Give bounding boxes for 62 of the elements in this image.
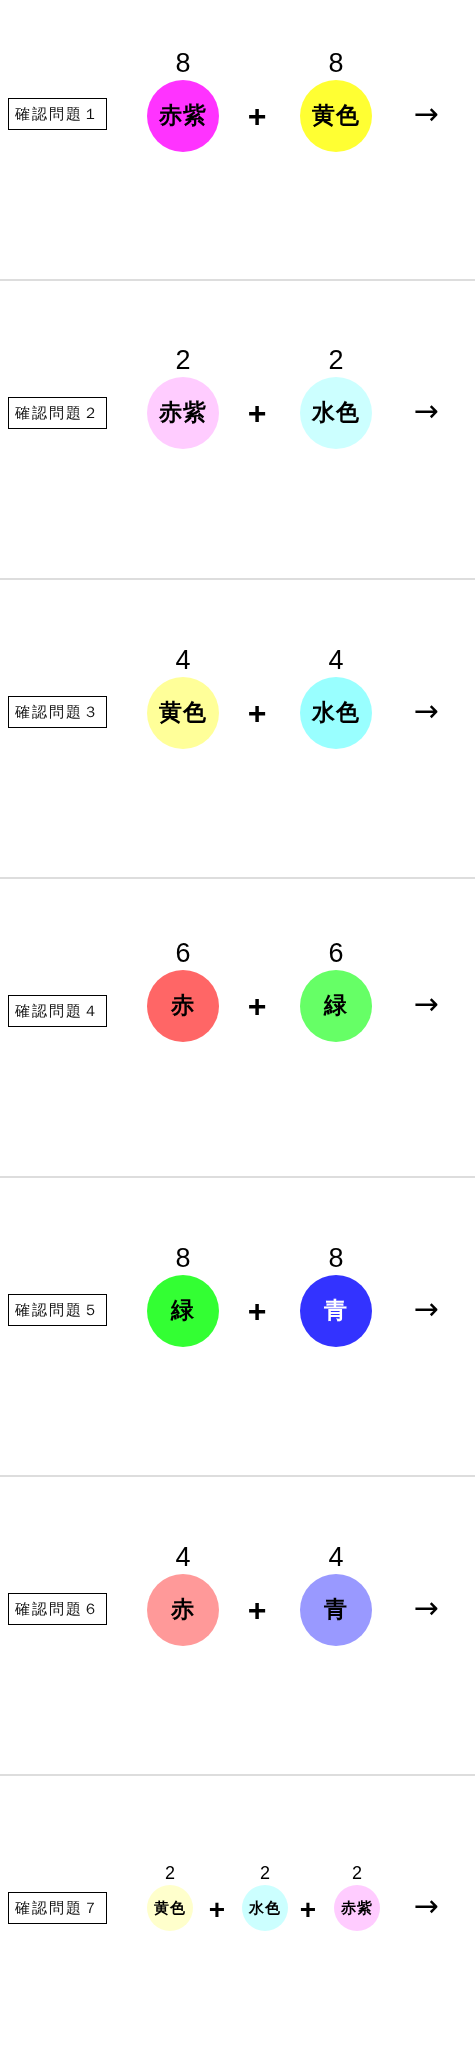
color-circle (334, 1885, 380, 1931)
count-number: 2 (165, 1864, 175, 1882)
count-number: 4 (328, 646, 344, 674)
count-number: 6 (328, 939, 344, 967)
result-arrow: → (413, 696, 439, 726)
count-number: 4 (328, 1543, 344, 1571)
count-number: 8 (328, 49, 344, 77)
result-arrow: → (413, 99, 439, 129)
color-name: 緑 (171, 1298, 195, 1324)
count-number: 2 (175, 346, 191, 374)
color-name: 青 (324, 1597, 348, 1623)
plus-sign: + (247, 100, 267, 132)
result-arrow: → (413, 1294, 439, 1324)
count-number: 8 (328, 1244, 344, 1272)
plus-sign: + (247, 397, 267, 429)
color-name: 緑 (324, 993, 348, 1019)
color-name: 黄色 (159, 700, 207, 726)
color-name: 赤 (171, 993, 195, 1019)
question-box (8, 98, 107, 130)
result-arrow: → (413, 396, 439, 426)
question-box (8, 1593, 107, 1625)
color-name: 水色 (312, 700, 360, 726)
count-number: 2 (352, 1864, 362, 1882)
question-label: 確認問題４ (15, 1002, 100, 1020)
plus-sign: + (247, 1594, 267, 1626)
question-label: 確認問題３ (15, 703, 100, 721)
plus-sign: + (247, 990, 267, 1022)
question-box (8, 1294, 107, 1326)
question-box (8, 995, 107, 1027)
question-label: 確認問題７ (15, 1899, 100, 1917)
color-name: 赤 (171, 1597, 195, 1623)
result-arrow: → (413, 1593, 439, 1623)
count-number: 4 (175, 646, 191, 674)
question-label: 確認問題５ (15, 1301, 100, 1319)
question-box (8, 397, 107, 429)
color-name: 水色 (249, 1899, 281, 1917)
color-circle (147, 1885, 193, 1931)
result-arrow: → (413, 1891, 439, 1921)
question-box (8, 1892, 107, 1924)
question-box (8, 696, 107, 728)
count-number: 4 (175, 1543, 191, 1571)
plus-sign: + (247, 1295, 267, 1327)
count-number: 8 (175, 1244, 191, 1272)
plus-sign: + (299, 1896, 317, 1924)
color-circle (242, 1885, 288, 1931)
result-arrow: → (413, 989, 439, 1019)
count-number: 8 (175, 49, 191, 77)
question-label: 確認問題１ (15, 105, 100, 123)
question-label: 確認問題６ (15, 1600, 100, 1618)
color-name: 赤紫 (341, 1899, 373, 1917)
color-name: 黄色 (154, 1899, 186, 1917)
plus-sign: + (247, 697, 267, 729)
color-name: 赤紫 (159, 400, 207, 426)
count-number: 2 (328, 346, 344, 374)
color-name: 青 (324, 1298, 348, 1324)
color-name: 黄色 (312, 103, 360, 129)
count-number: 2 (260, 1864, 270, 1882)
color-name: 赤紫 (159, 103, 207, 129)
color-name: 水色 (312, 400, 360, 426)
count-number: 6 (175, 939, 191, 967)
question-label: 確認問題２ (15, 404, 100, 422)
plus-sign: + (208, 1896, 226, 1924)
